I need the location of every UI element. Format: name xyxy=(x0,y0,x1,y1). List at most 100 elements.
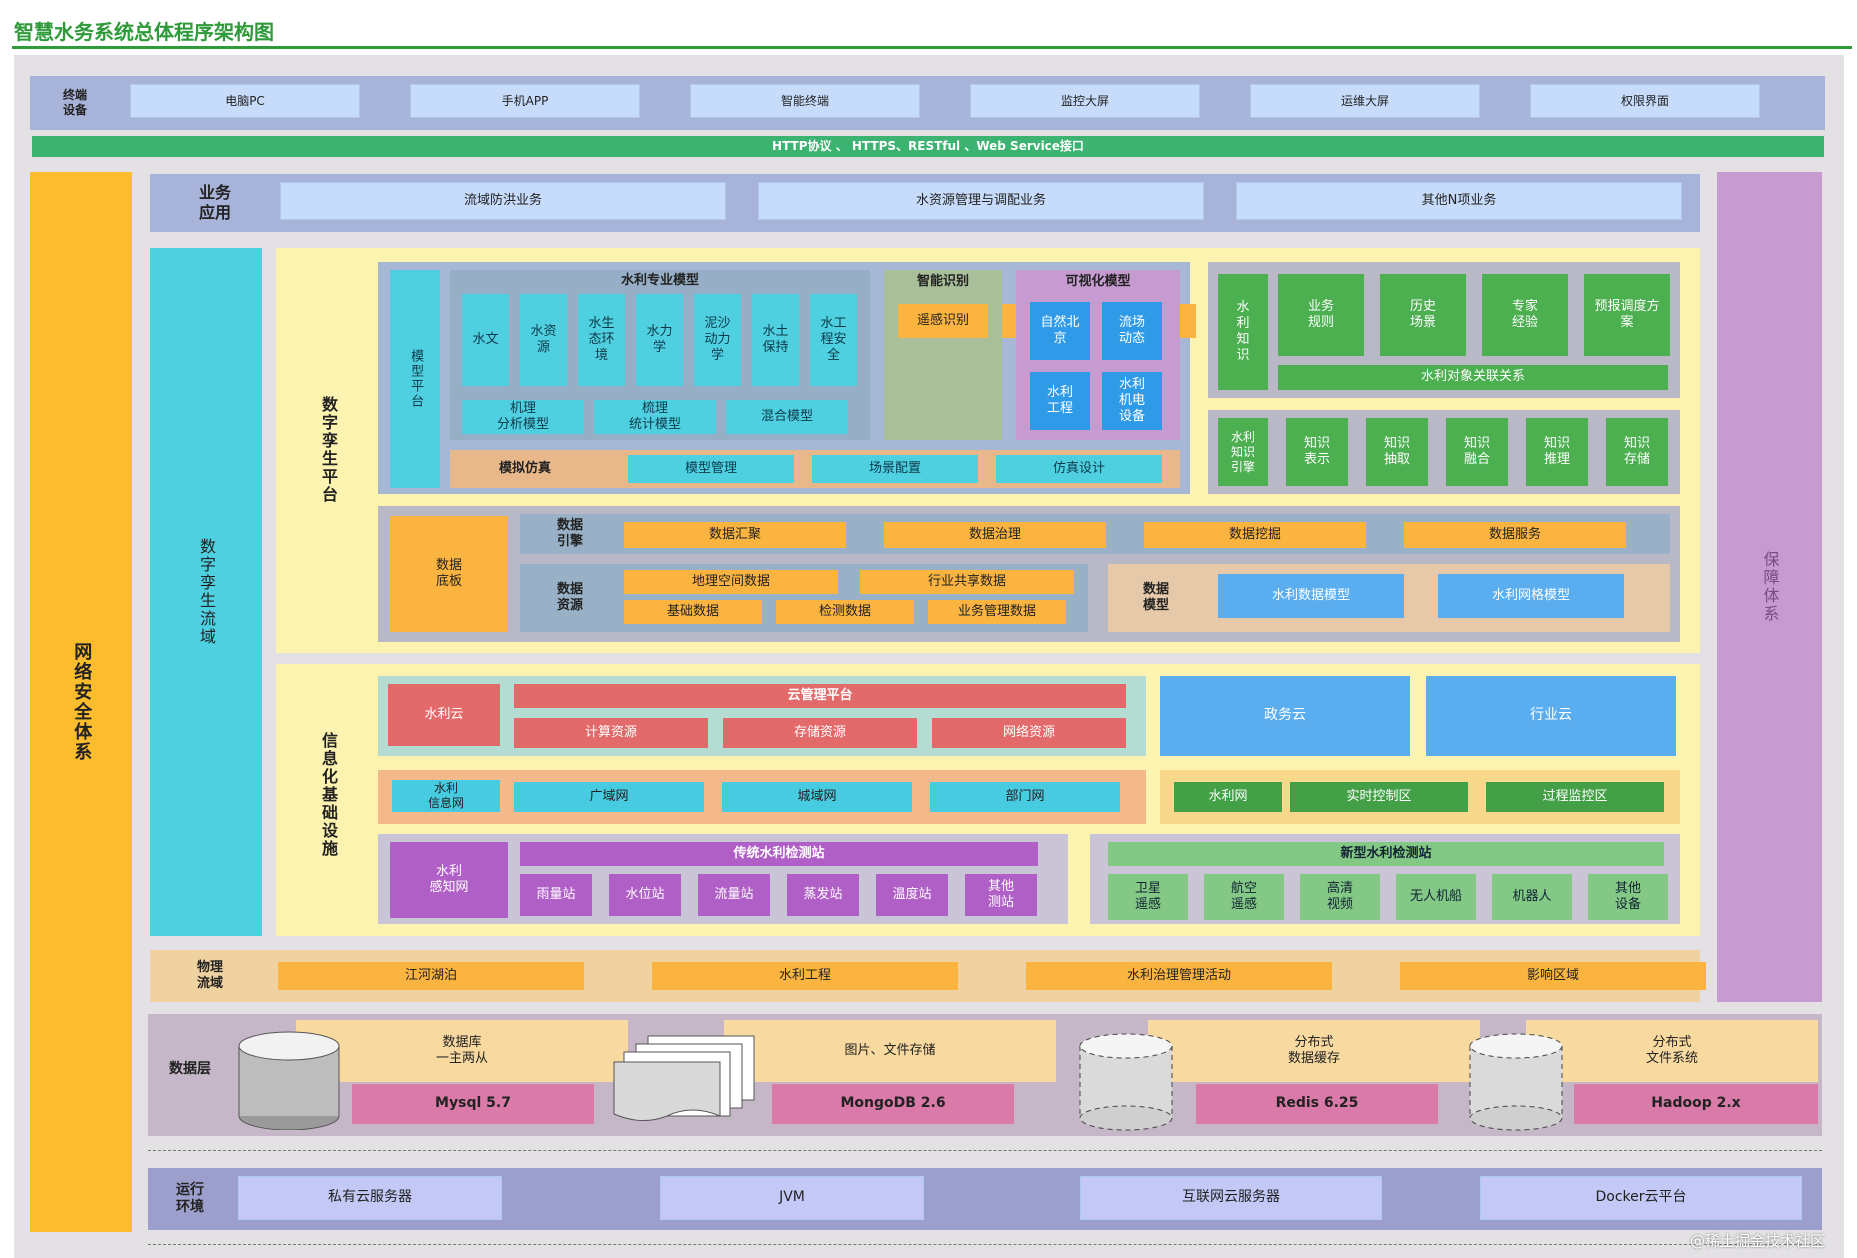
engine-item: 知识 表示 xyxy=(1286,418,1348,486)
engine-item: 知识 融合 xyxy=(1446,418,1508,486)
network-item: 广域网 xyxy=(514,782,704,812)
knowledge-label: 水 利 知 识 xyxy=(1218,274,1268,390)
traditional-station-item: 流量站 xyxy=(698,874,770,916)
data-model-item: 水利网格模型 xyxy=(1438,574,1624,618)
water-model-item: 泥沙 动力 学 xyxy=(694,294,741,386)
sensing-label: 水利 感知网 xyxy=(390,842,508,918)
separator-bottom xyxy=(148,1244,1822,1245)
storage-tech: Hadoop 2.x xyxy=(1574,1084,1818,1124)
terminal-item: 监控大屏 xyxy=(970,84,1200,118)
new-station-item: 卫星 遥感 xyxy=(1108,874,1188,920)
traditional-station-item: 水位站 xyxy=(609,874,681,916)
storage-desc: 分布式 数据缓存 xyxy=(1148,1020,1480,1082)
traditional-station-item: 其他 测站 xyxy=(965,874,1037,916)
cloud-resource-item: 计算资源 xyxy=(514,718,708,748)
new-station-item: 机器人 xyxy=(1492,874,1572,920)
water-models-title: 水利专业模型 xyxy=(620,272,699,288)
knowledge-item: 历史 场景 xyxy=(1380,274,1466,356)
water-model-item: 水土 保持 xyxy=(752,294,799,386)
page-title: 智慧水务系统总体程序架构图 xyxy=(14,20,274,44)
data-resource-item: 业务管理数据 xyxy=(928,600,1066,624)
twin-platform-label: 数字孪生平台 xyxy=(319,396,338,504)
runtime-label: 运行 环境 xyxy=(176,1181,204,1216)
data-engine-label: 数据 引擎 xyxy=(556,517,583,549)
water-model-sub-item: 机理 分析模型 xyxy=(462,400,584,434)
physical-item: 影响区域 xyxy=(1400,962,1706,990)
storage-tech: Redis 6.25 xyxy=(1196,1084,1438,1124)
smart-recog-item: 遥感识别 xyxy=(898,304,988,338)
storage-desc: 图片、文件存储 xyxy=(724,1020,1056,1082)
terminal-item: 运维大屏 xyxy=(1250,84,1480,118)
business-item: 水资源管理与调配业务 xyxy=(758,182,1204,220)
visual-model-item: 自然北 京 xyxy=(1030,302,1090,360)
gov-cloud: 政务云 xyxy=(1160,676,1410,756)
new-title: 新型水利检测站 xyxy=(1108,842,1664,866)
water-model-item: 水文 xyxy=(462,294,509,386)
data-resource-item: 行业共享数据 xyxy=(860,570,1074,594)
model-platform-label: 模型平台 xyxy=(390,270,440,488)
business-label: 业务 应用 xyxy=(198,183,231,222)
knowledge-relation: 水利对象关联关系 xyxy=(1278,365,1668,390)
data-resource-label: 数据 资源 xyxy=(556,581,583,613)
new-station-item: 高清 视频 xyxy=(1300,874,1380,920)
terminal-item: 智能终端 xyxy=(690,84,920,118)
physical-item: 江河湖泊 xyxy=(278,962,584,990)
simulation-item: 模型管理 xyxy=(628,455,794,483)
cloud-resource-item: 网络资源 xyxy=(932,718,1126,748)
data-model-item: 水利数据模型 xyxy=(1218,574,1404,618)
network-item: 城域网 xyxy=(722,782,912,812)
industry-cloud: 行业云 xyxy=(1426,676,1676,756)
simulation-label: 模拟仿真 xyxy=(498,460,551,476)
runtime-item: 互联网云服务器 xyxy=(1080,1176,1382,1220)
terminal-item: 手机APP xyxy=(410,84,640,118)
filesystem-cylinder-icon xyxy=(1469,1033,1563,1131)
data-engine-item: 数据挖掘 xyxy=(1144,522,1366,548)
runtime-item: Docker云平台 xyxy=(1480,1176,1802,1220)
runtime-item: 私有云服务器 xyxy=(238,1176,502,1220)
knowledge-item: 业务 规则 xyxy=(1278,274,1364,356)
cloud-platform: 云管理平台 xyxy=(514,684,1126,708)
engine-item: 知识 推理 xyxy=(1526,418,1588,486)
water-model-item: 水资 源 xyxy=(520,294,567,386)
network-right-item: 水利网 xyxy=(1174,782,1282,812)
infra-label: 信息化基础设施 xyxy=(319,732,338,858)
network-item: 部门网 xyxy=(930,782,1120,812)
engine-label: 水利 知识 引擎 xyxy=(1218,418,1268,486)
physical-item: 水利治理管理活动 xyxy=(1026,962,1332,990)
data-resource-item: 检测数据 xyxy=(776,600,914,624)
storage-tech: MongoDB 2.6 xyxy=(772,1084,1014,1124)
traditional-station-item: 温度站 xyxy=(876,874,948,916)
simulation-item: 场景配置 xyxy=(812,455,978,483)
storage-desc: 数据库 一主两从 xyxy=(296,1020,628,1082)
smart-recog-title: 智能识别 xyxy=(916,273,969,289)
data-resource-item: 基础数据 xyxy=(624,600,762,624)
traditional-title: 传统水利检测站 xyxy=(520,842,1038,866)
engine-item: 知识 抽取 xyxy=(1366,418,1428,486)
new-station-item: 航空 遥感 xyxy=(1204,874,1284,920)
water-model-sub-item: 梳理 统计模型 xyxy=(594,400,716,434)
smart-recog-panel xyxy=(884,270,1002,440)
traditional-station-item: 蒸发站 xyxy=(787,874,859,916)
physical-item: 水利工程 xyxy=(652,962,958,990)
data-engine-item: 数据服务 xyxy=(1404,522,1626,548)
business-item: 其他N项业务 xyxy=(1236,182,1682,220)
data-model-label: 数据 模型 xyxy=(1142,581,1169,613)
water-model-sub-item: 混合模型 xyxy=(726,400,848,434)
title-underline xyxy=(12,46,1852,49)
data-engine-item: 数据汇聚 xyxy=(624,522,846,548)
network-label: 水利 信息网 xyxy=(392,780,500,812)
water-model-item: 水生 态环 境 xyxy=(578,294,625,386)
http-interface-bar: HTTP协议 、 HTTPS、RESTful 、Web Service接口 xyxy=(32,136,1824,157)
data-base-label: 数据 底板 xyxy=(390,516,508,632)
new-station-item: 其他 设备 xyxy=(1588,874,1668,920)
water-model-item: 水工 程安 全 xyxy=(810,294,857,386)
traditional-station-item: 雨量站 xyxy=(520,874,592,916)
security-system: 网络安全体系 xyxy=(30,172,132,1232)
knowledge-item: 预报调度方 案 xyxy=(1584,274,1670,356)
terminal-label: 终端 设备 xyxy=(62,88,87,117)
visual-model-title: 可视化模型 xyxy=(1065,273,1131,289)
storage-desc: 分布式 文件系统 xyxy=(1526,1020,1818,1082)
simulation-item: 仿真设计 xyxy=(996,455,1162,483)
cloud-resource-item: 存储资源 xyxy=(723,718,917,748)
twin-domain-column: 数字孪生流域 xyxy=(150,248,262,936)
